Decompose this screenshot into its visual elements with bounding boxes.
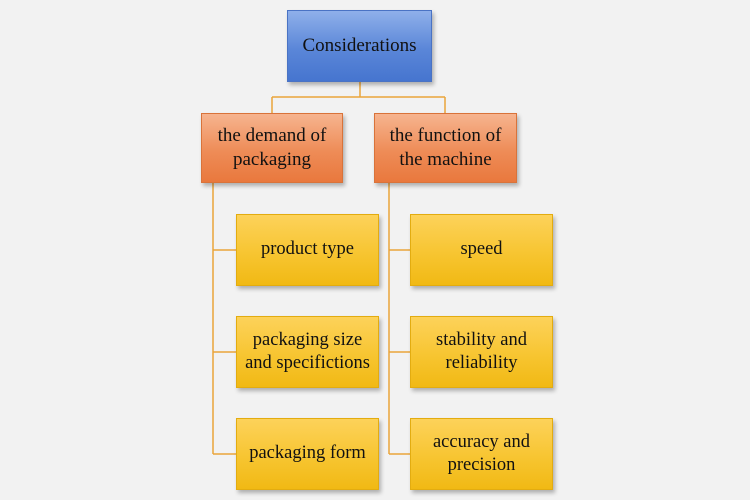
item-node-speed: speed <box>410 214 553 286</box>
item-label: speed <box>460 239 503 260</box>
item-label: packaging form <box>249 443 366 464</box>
item-label: product type <box>261 239 354 260</box>
item-node-packaging-size: packaging size and specifictions <box>236 316 379 388</box>
connector-root-to-categories <box>271 82 446 113</box>
item-node-stability: stability and reliability <box>410 316 553 388</box>
connector-left-spine <box>212 183 236 455</box>
item-node-packaging-form: packaging form <box>236 418 379 490</box>
item-node-product-type: product type <box>236 214 379 286</box>
category-label: the function of the machine <box>389 125 502 170</box>
item-label: accuracy and precision <box>432 431 531 475</box>
item-label: packaging size and specifictions <box>245 329 370 373</box>
item-node-accuracy: accuracy and precision <box>410 418 553 490</box>
category-node-packaging-demand: the demand of packaging <box>201 113 343 183</box>
root-node-label: Considerations <box>302 35 417 57</box>
category-label: the demand of packaging <box>217 125 327 170</box>
root-node: Considerations <box>287 10 432 82</box>
item-label: stability and reliability <box>436 329 527 373</box>
connector-right-spine <box>388 183 410 455</box>
category-node-machine-function: the function of the machine <box>374 113 517 183</box>
